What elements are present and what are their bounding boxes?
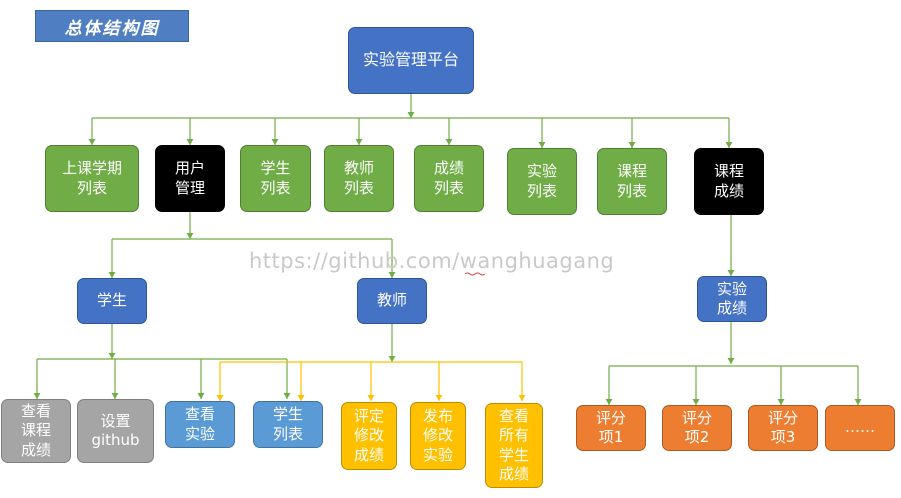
watermark-text: https://github.com/wanghuagang <box>249 249 615 273</box>
node-function-student-list: 学生 列表 <box>253 401 323 448</box>
arrowhead <box>727 270 735 276</box>
node-set-github: 设置 github <box>77 399 154 463</box>
arrowhead <box>33 393 41 399</box>
node-course-list: 课程 列表 <box>597 148 667 215</box>
node-course-score: 课程 成绩 <box>694 148 764 215</box>
arrowhead <box>727 358 735 364</box>
node-role-teacher: 教师 <box>357 278 427 324</box>
spellcheck-squiggle <box>465 272 485 276</box>
node-scoring-item-1: 评分 项1 <box>576 405 646 451</box>
arrowhead <box>216 395 224 401</box>
arrowhead <box>777 399 785 405</box>
diagram-title: 总体结构图 <box>35 10 189 42</box>
arrowhead <box>388 356 396 362</box>
arrowhead <box>108 272 116 278</box>
node-experiment-score: 实验 成绩 <box>697 276 767 322</box>
node-grade-edit-score: 评定 修改 成绩 <box>341 402 397 470</box>
arrowhead <box>605 399 613 405</box>
arrowhead <box>388 272 396 278</box>
arrowhead <box>88 139 96 145</box>
arrowhead <box>108 353 116 359</box>
arrowhead <box>297 395 305 401</box>
arrowhead <box>186 233 194 239</box>
node-scoring-item-3: 评分 项3 <box>748 405 818 451</box>
arrowhead <box>271 139 279 145</box>
arrowhead <box>283 393 291 399</box>
node-teacher-list: 教师 列表 <box>324 145 394 212</box>
arrowhead <box>692 399 700 405</box>
node-publish-edit-experiment: 发布 修改 实验 <box>410 402 466 470</box>
arrowhead <box>197 393 205 399</box>
arrowhead <box>186 139 194 145</box>
node-user-management: 用户 管理 <box>155 145 225 212</box>
node-semester-list: 上课学期 列表 <box>45 145 139 212</box>
node-scoring-item-more: …… <box>825 405 895 451</box>
node-role-student: 学生 <box>77 278 147 324</box>
arrowhead <box>367 395 375 401</box>
node-score-list: 成绩 列表 <box>414 145 484 212</box>
arrowhead <box>538 142 546 148</box>
node-view-all-student-scores: 查看 所有 学生 成绩 <box>485 403 543 488</box>
arrowhead <box>628 142 636 148</box>
arrowhead <box>111 393 119 399</box>
arrowhead <box>854 399 862 405</box>
root-node: 实验管理平台 <box>348 27 474 94</box>
node-view-experiment: 查看 实验 <box>165 401 235 448</box>
arrowhead <box>355 139 363 145</box>
arrowhead <box>725 142 733 148</box>
arrowhead <box>407 112 415 118</box>
node-view-course-score: 查看 课程 成绩 <box>1 399 71 463</box>
arrowhead <box>445 139 453 145</box>
arrowhead <box>518 395 526 401</box>
node-experiment-list: 实验 列表 <box>507 148 577 215</box>
node-scoring-item-2: 评分 项2 <box>662 405 732 451</box>
node-student-list: 学生 列表 <box>240 145 311 212</box>
arrowhead <box>435 395 443 401</box>
